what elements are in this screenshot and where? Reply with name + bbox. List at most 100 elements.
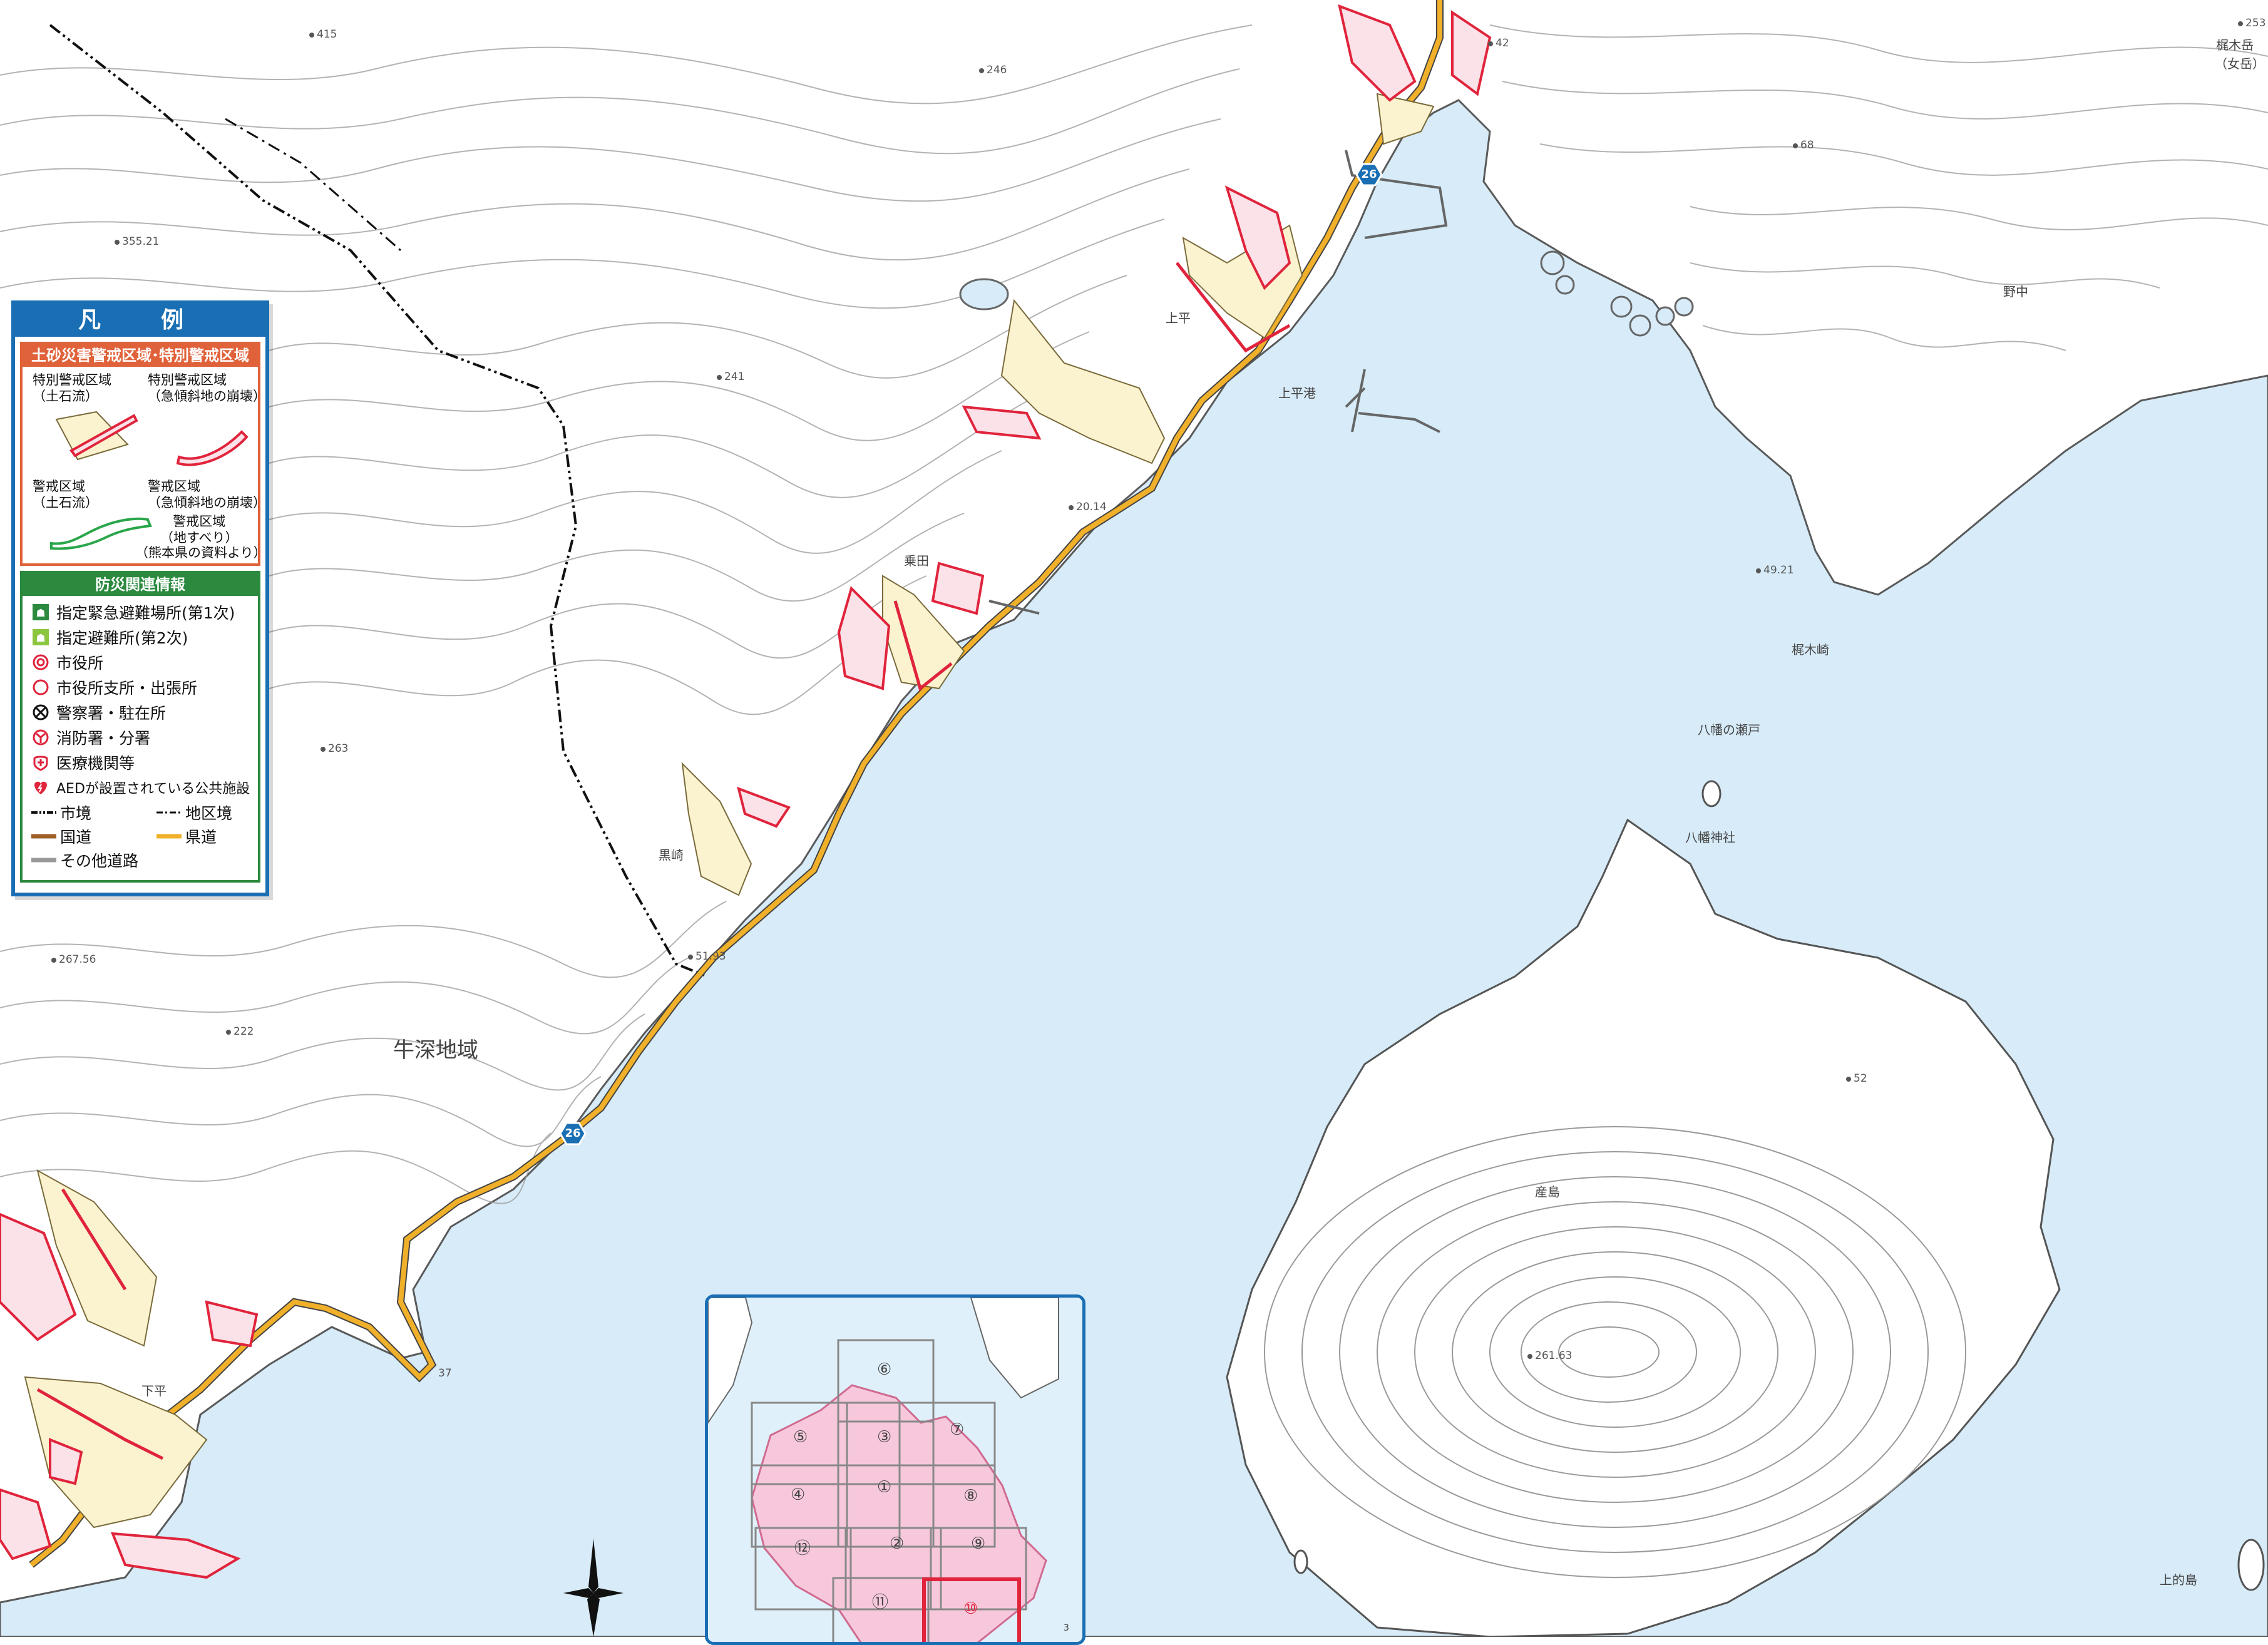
spot-height: 253 — [2245, 17, 2266, 29]
legend-slope-symbol — [176, 430, 249, 466]
inset-section-label: ⑧ — [963, 1487, 978, 1505]
spot-height: 241 — [724, 371, 745, 383]
legend-item-city-hall: 市役所 — [31, 651, 103, 674]
label-yawata-shrine: 八幡神社 — [1685, 830, 1735, 845]
inset-corner-label: 3 — [1064, 1623, 1069, 1633]
spot-height: 415 — [317, 28, 337, 41]
port-structures — [988, 150, 1448, 615]
index-map-inset[interactable]: ⑥ ⑤ ③ ⑦ ④ ① ⑧ ⑫ ② ⑨ ⑪ ⑩ 3 — [705, 1294, 1085, 1645]
spot-height: 37 — [438, 1367, 452, 1380]
inset-section-label: ③ — [877, 1428, 892, 1447]
spot-height: 355.21 — [122, 235, 160, 248]
legend-item-label: 市役所 — [56, 654, 104, 672]
legend-line-label: その他道路 — [60, 852, 139, 870]
label-kajikidake: 梶木岳 — [2216, 38, 2254, 53]
spot-height: 246 — [987, 64, 1007, 76]
legend-warn-slope-label: 警戒区域 （急傾斜地の崩壊） — [148, 479, 266, 510]
ponds — [959, 278, 1009, 310]
legend-item-label: 消防署・分署 — [56, 729, 151, 747]
label-kajikisaki: 梶木崎 — [1792, 642, 1829, 657]
shelter-icon: ☗ — [31, 628, 50, 647]
legend-item-shelter: ☗ 指定避難所(第2次) — [31, 626, 188, 648]
legend-hazard-header: 土砂災害警戒区域･特別警戒区域 — [23, 344, 258, 367]
legend-line-other-road: その他道路 — [31, 849, 138, 871]
legend-title: 凡 例 — [15, 304, 265, 337]
city-hall-icon — [31, 653, 50, 672]
legend-special-slope-label: 特別警戒区域 （急傾斜地の崩壊） — [148, 372, 266, 404]
spot-height: 267.56 — [59, 953, 96, 966]
legend-panel: 凡 例 土砂災害警戒区域･特別警戒区域 特別警戒区域 （土石流） 特別警戒区域 … — [11, 300, 269, 896]
label-kurosaki: 黒崎 — [659, 848, 684, 863]
label-kajikidake-sub: （女岳） — [2215, 56, 2265, 71]
legend-info-section: 防災関連情報 ☗ 指定緊急避難場所(第1次) ☗ 指定避難所(第2次) 市役所 … — [20, 571, 260, 883]
inset-section-label: ① — [877, 1478, 892, 1497]
spot-height: 263 — [328, 742, 349, 755]
other-road-line-symbol — [31, 858, 56, 863]
legend-item-police: 警察署・駐在所 — [31, 701, 166, 724]
legend-landslide-symbol — [50, 517, 152, 550]
legend-item-medical: 医療機関等 — [31, 751, 135, 774]
legend-item-label: 指定緊急避難場所(第1次) — [56, 604, 235, 622]
route-26-label-south: 26 — [565, 1127, 581, 1140]
label-yawata-seto: 八幡の瀬戸 — [1698, 722, 1760, 737]
label-kaminoshima: 上的島 — [2160, 1572, 2197, 1587]
index-map — [708, 1298, 1082, 1642]
district-border-line-symbol — [157, 811, 182, 814]
inset-section-label: ⑤ — [793, 1428, 808, 1447]
special-warning-zone-slope — [0, 4, 1492, 1579]
fire-station-icon — [31, 728, 50, 747]
svg-text:☗: ☗ — [36, 632, 45, 645]
legend-info-header: 防災関連情報 — [23, 573, 258, 596]
legend-special-debris-label: 特別警戒区域 （土石流） — [33, 372, 111, 404]
inset-section-label: ⑨ — [971, 1534, 986, 1553]
legend-debris-symbol — [55, 411, 138, 461]
legend-line-label: 県道 — [185, 828, 217, 846]
spot-height: 68 — [1800, 139, 1814, 151]
ubushima-island — [1226, 818, 2061, 1637]
legend-line-prefectural-road: 県道 — [157, 825, 217, 848]
inset-section-label: ⑪ — [872, 1593, 889, 1612]
legend-line-label: 国道 — [60, 828, 92, 846]
medical-icon — [31, 753, 50, 772]
legend-item-emergency-shelter: ☗ 指定緊急避難場所(第1次) — [31, 601, 235, 623]
route-26-badge-south — [559, 1122, 587, 1145]
prefectural-road-26 — [29, 0, 1444, 1568]
aed-icon — [31, 778, 50, 797]
legend-line-national-road: 国道 — [31, 825, 91, 848]
label-ubushima: 産島 — [1535, 1184, 1560, 1199]
legend-item-aed: AEDが設置されている公共施設 — [31, 776, 250, 799]
branch-office-icon — [31, 678, 50, 697]
emergency-shelter-icon: ☗ — [31, 603, 50, 622]
legend-warn-debris-label: 警戒区域 （土石流） — [33, 479, 98, 510]
special-warning-zone-debris — [36, 262, 1291, 1460]
label-nonaka: 野中 — [2003, 284, 2028, 299]
svg-text:☗: ☗ — [36, 607, 45, 620]
inset-section-label: ⑦ — [950, 1420, 965, 1439]
spot-height: 222 — [233, 1025, 254, 1038]
route-26-badge-north — [1355, 163, 1383, 187]
inset-section-label: ④ — [791, 1485, 806, 1504]
label-noda: 乗田 — [904, 553, 929, 568]
legend-item-label: 警察署・駐在所 — [56, 704, 167, 722]
warning-zone-debris-flow — [24, 93, 1435, 1529]
legend-warn-landslide-label: 警戒区域 （地すべり） — [160, 514, 239, 545]
spot-height: 42 — [1496, 37, 1509, 49]
legend-item-fire-station: 消防署・分署 — [31, 726, 150, 749]
police-icon — [31, 703, 50, 722]
legend-line-label: 市境 — [60, 804, 92, 822]
route-26-label-north: 26 — [1361, 168, 1377, 181]
legend-item-branch-office: 市役所支所・出張所 — [31, 676, 197, 699]
legend-item-label: AEDが設置されている公共施設 — [56, 781, 250, 797]
label-kamihira: 上平 — [1166, 310, 1191, 325]
inset-section-label: ② — [890, 1534, 905, 1553]
inset-section-label: ⑥ — [877, 1360, 892, 1379]
city-border-line — [49, 24, 708, 978]
inset-section-label: ⑫ — [794, 1539, 811, 1558]
label-shimohira: 下平 — [141, 1383, 167, 1398]
legend-item-label: 医療機関等 — [56, 754, 135, 772]
spot-height: 261.63 — [1535, 1350, 1573, 1362]
prefectural-road-line-symbol — [157, 834, 182, 839]
legend-line-city-border: 市境 — [31, 801, 91, 824]
spot-height: 51.93 — [695, 950, 726, 963]
